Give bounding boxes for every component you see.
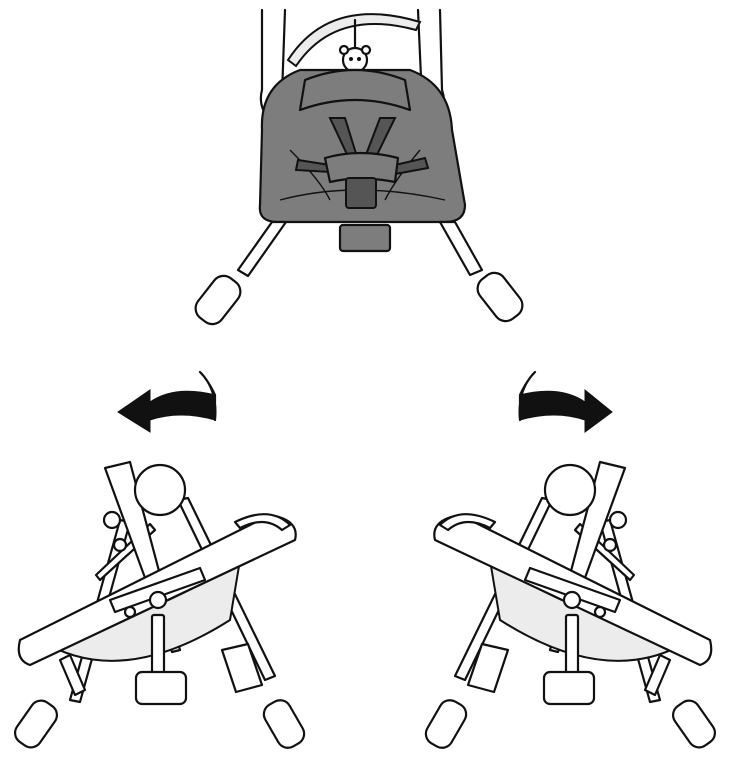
foot-right (476, 271, 524, 323)
side-view-swing-right (420, 460, 721, 753)
foot-left (194, 274, 242, 326)
side-view-swing-left (9, 460, 310, 753)
crotch-strap (345, 177, 377, 209)
headrest (298, 68, 412, 112)
seat (258, 68, 467, 224)
motor-box (338, 223, 392, 253)
front-leg-left (236, 220, 288, 278)
front-view-swing (194, 8, 524, 326)
harness-buckle-pad (323, 151, 400, 184)
front-leg-right (438, 220, 484, 277)
curved-arrow-left-icon (117, 370, 217, 433)
curved-arrow-right-icon (518, 370, 613, 433)
